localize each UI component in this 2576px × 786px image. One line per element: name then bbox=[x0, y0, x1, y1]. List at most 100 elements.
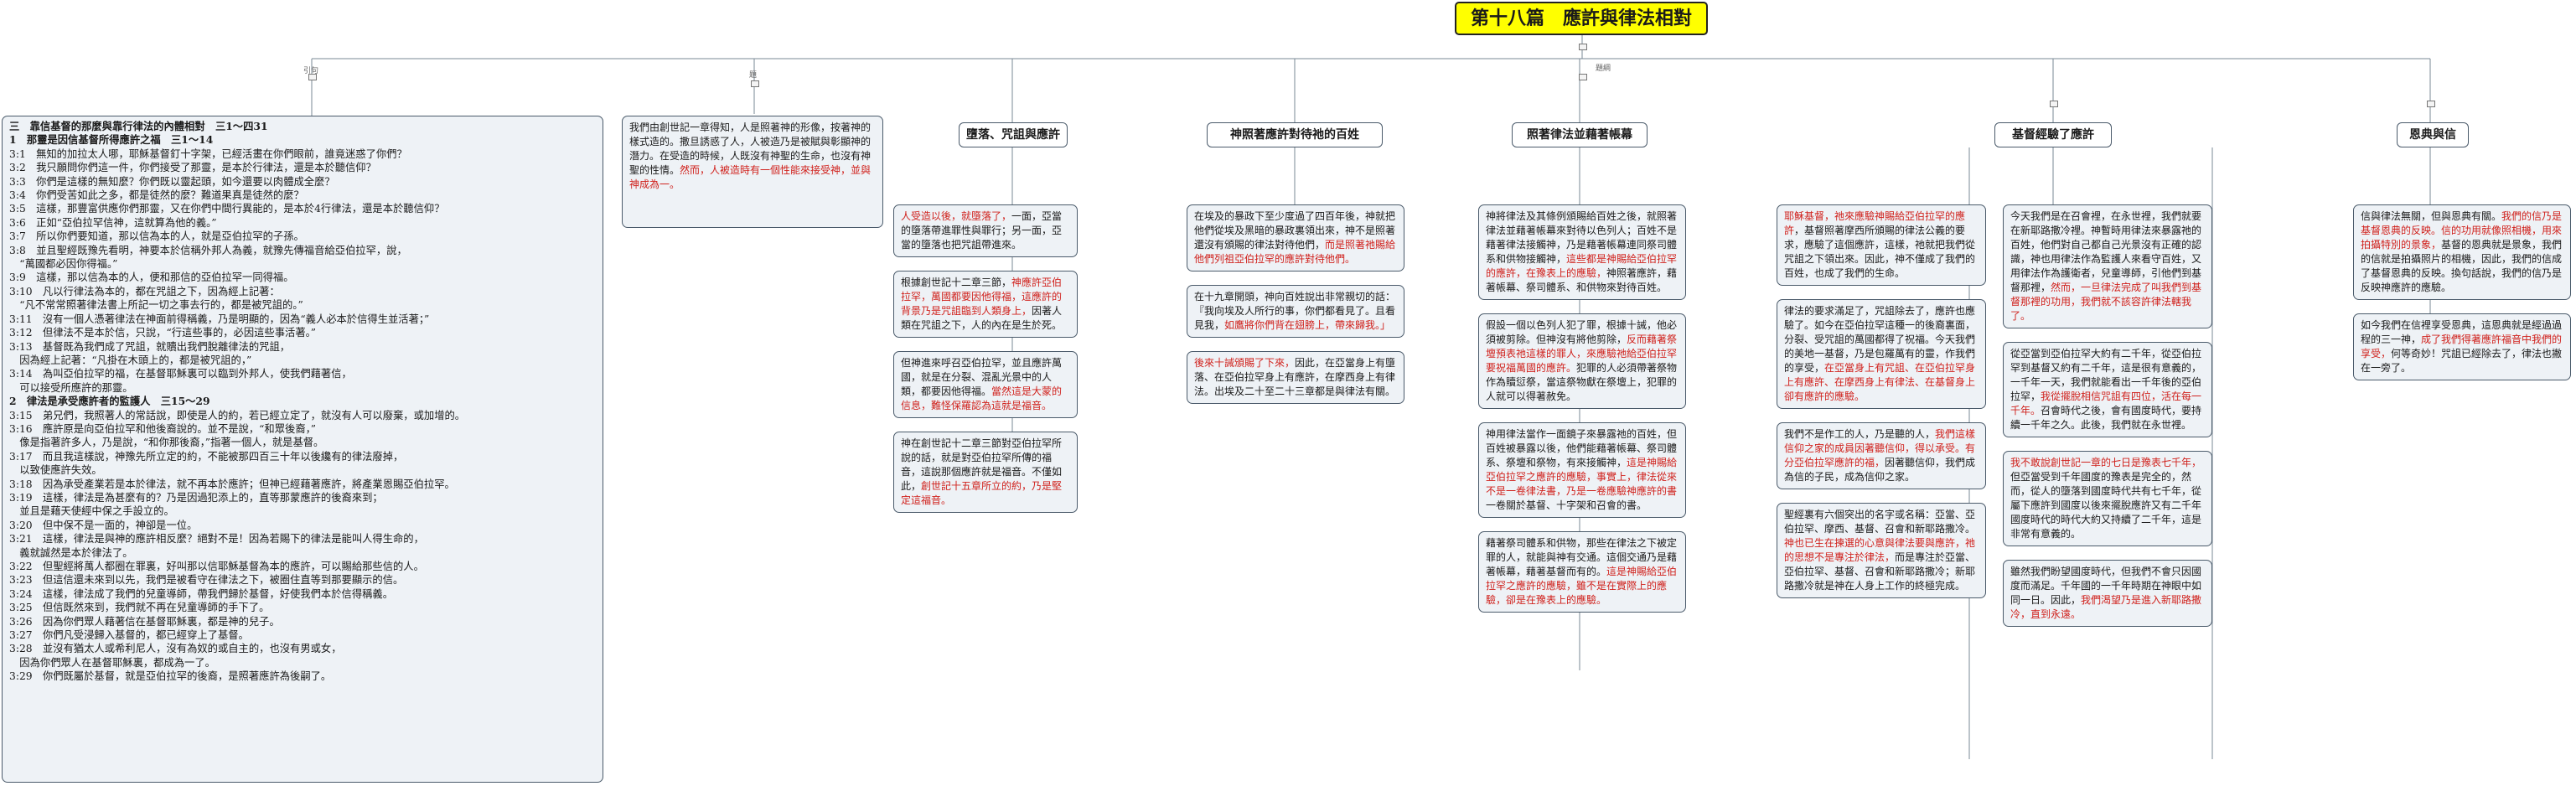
scripture-heading: 三 靠信基督的那麼與靠行律法的內體相對 三1～四31 bbox=[9, 120, 268, 132]
highlight-text: 我們這樣信仰之家的成員因著聽信仰，得以承受。有分亞伯拉罕應許的福， bbox=[1784, 428, 1976, 468]
highlight-text: 然而，一旦律法完成了叫我們到基督那裡的功用，我們就不該容許律法轄我了。 bbox=[2010, 282, 2202, 322]
christ-note-box: 律法的要求滿足了，咒詛除去了，應許也應驗了。如今在亞伯拉罕這種一的後裔裏面，分裂… bbox=[1777, 299, 1986, 409]
scripture-verse: 3:17 而且我這樣說，神豫先所立定的約，不能被那四百三十年以後纔有的律法廢掉， bbox=[9, 450, 404, 463]
scripture-verse: 因為經上記著：“凡掛在木頭上的，都是被咒詛的，” bbox=[9, 354, 252, 366]
scripture-verse: 3:8 並且聖經既豫先看明，神要本於信稱外邦人為義，就豫先傳福音給亞伯拉罕，說， bbox=[9, 244, 407, 256]
highlight-text: 在亞當身上有咒詛、在亞伯拉罕身上有應許、在摩西身上有律法、在基督身上卻有應許的應… bbox=[1784, 362, 1976, 402]
scripture-verse: 義就誠然是本於律法了。 bbox=[9, 546, 133, 559]
body-text: 神照著應許，藉著帳幕、祭司體系、和供物來對待百姓。 bbox=[1486, 267, 1678, 293]
note-marker bbox=[308, 74, 317, 80]
body-text: 因此，在亞當身上有墮落、在亞伯拉罕身上有應許，在摩西身上有律法。出埃及二十至二十… bbox=[1194, 357, 1396, 397]
highlight-text: 神也已生在揀選的心意與律法要與應許，祂的思想不是專注於律法， bbox=[1784, 537, 1976, 563]
christ-note-box: 聖經裏有六個突出的名字或名稱：亞當、亞伯拉罕、摩西、基督、召會和新耶路撒冷。神也… bbox=[1777, 503, 1986, 598]
christ2-note-box: 今天我們是在召會裡，在永世裡，我們就要在新耶路撒冷裡。神暫時用律法來暴露祂的百姓… bbox=[2003, 204, 2212, 328]
body-text: 我們不是作工的人，乃是聽的人， bbox=[1784, 428, 1936, 440]
scripture-verse: 3:10 凡以行律法為本的，都在咒詛之下，因為經上記著： bbox=[9, 285, 280, 297]
body-text: 在十九章開頭，神向百姓說出非常親切的話：『我向埃及人所行的事，你們都看見了。且看… bbox=[1194, 291, 1396, 331]
fall-note-box: 但神進來呼召亞伯拉罕，並且應許萬國，就是在分裂、混亂光景中的人類，都要因他得福。… bbox=[893, 351, 1078, 418]
body-text: 在埃及的暴政下至少度過了四百年後，神就把他們從埃及黑暗的暴政裏領出來，神不是照著… bbox=[1194, 210, 1396, 251]
highlight-text: 這是神賜給亞伯拉罕之應許的應驗，事實上，律法從來不是一卷律法書，乃是一卷應驗神應… bbox=[1486, 457, 1678, 497]
scripture-verse: 並且是藉天使經中保之手設立的。 bbox=[9, 505, 174, 518]
note-marker bbox=[1579, 74, 1587, 80]
branch-label-left: 引句 bbox=[303, 67, 319, 75]
note-marker bbox=[2050, 101, 2058, 107]
scripture-verse: “萬國都必因你得福。” bbox=[9, 258, 118, 271]
scripture-heading: 1 那靈是因信基督所得應許之福 三1～14 bbox=[9, 133, 214, 147]
note-marker bbox=[2427, 101, 2435, 107]
highlight-text: 神應許亞伯拉罕，萬國都要因他得福，這應許的背景乃是咒詛臨到人類身上， bbox=[901, 277, 1063, 317]
branch-label-right: 題綱 bbox=[1596, 65, 1611, 73]
scripture-verse: 3:25 但信既然來到，我們就不再在兒童導師的手下了。 bbox=[9, 602, 270, 614]
header-law-and-tabernacle: 照著律法並藉著帳幕 bbox=[1512, 122, 1648, 147]
scripture-verse: 3:22 但聖經將萬人都圈在罪裏，好叫那以信耶穌基督為本的應許，可以賜給那些信的… bbox=[9, 561, 424, 572]
body-text: 因著人類在咒詛之下，人的內在是生於死。 bbox=[901, 305, 1063, 331]
highlight-text: 反而藉著祭壇預表祂這樣的罪人，來應驗祂給亞伯拉罕要祝福萬國的應許。 bbox=[1486, 334, 1678, 374]
scripture-verse: 3:9 這樣，那以信為本的人，便和那信的亞伯拉罕一同得福。 bbox=[9, 271, 294, 284]
scripture-verse: 3:14 為叫亞伯拉罕的福，在基督耶穌裏可以臨到外邦人，使我們藉著信， bbox=[9, 368, 352, 380]
body-text: 神用律法當作一面鏡子來暴露祂的百姓，但百姓被暴露以後，他們能藉著帳幕、祭司體系、… bbox=[1486, 428, 1678, 468]
highlight-text: 當然這是大蒙的信息，難怪保羅認為這就是福音。 bbox=[901, 385, 1063, 411]
highlight-text: 創世記十五章所立的約，乃是堅定這福音。 bbox=[901, 480, 1063, 506]
body-text: 今天我們是在召會裡，在永世裡，我們就要在新耶路撒冷裡。神暫時用律法來暴露祂的百姓… bbox=[2010, 210, 2202, 293]
highlight-text: 人受造以後，就墮落了， bbox=[901, 210, 1012, 222]
scripture-verse: 3:28 並沒有猶太人或希利尼人，沒有為奴的或自主的，也沒有男或女， bbox=[9, 643, 342, 655]
body-text: 藉著祭司體系和供物，那些在律法之下被定罪的人，就能與神有交通。這個交通乃是藉著帳… bbox=[1486, 537, 1678, 577]
scripture-verse: 像是指著許多人，乃是說，“和你那後裔，”指著一個人，就是基督。 bbox=[9, 437, 324, 449]
law-note-box: 神用律法當作一面鏡子來暴露祂的百姓，但百姓被暴露以後，他們能藉著帳幕、祭司體系、… bbox=[1478, 422, 1686, 518]
highlight-text: 而是照著祂賜給他們列祖亞伯拉罕的應許對待他們。 bbox=[1194, 239, 1396, 265]
body-text: 犯罪的人必須帶著祭物作為贖愆祭，當這祭物獻在祭壇上，犯罪的人就可以得著赦免。 bbox=[1486, 362, 1678, 402]
scripture-verse: 3:23 但這信還未來到以先，我們是被看守在律法之下，被圈住直等到那要顯示的信。 bbox=[9, 574, 404, 587]
body-text: ，基督照著摩西所頒賜的律法公義的要求，應驗了這個應許，這樣，祂就把我們從咒詛之下… bbox=[1784, 225, 1976, 279]
grace-note-box: 如今我們在信裡享受恩典，這恩典就是經過過程的三一神，成了我們得著應許福音中我們的… bbox=[2353, 313, 2571, 380]
christ2-note-box: 我不敢說創世記一章的七日是豫表七千年，但亞當受到千年國度的豫表是完全的，然而，從… bbox=[2003, 451, 2212, 546]
scripture-verse: 3:21 這樣，律法是與神的應許相反麼？絕對不是！因為若賜下的律法是能叫人得生命… bbox=[9, 533, 424, 546]
christ2-note-box: 雖然我們盼望國度時代，但我們不會只因國度而滿足。千年國的一千年時期在神眼中如同一… bbox=[2003, 560, 2212, 627]
scripture-verse: 因為你們眾人在基督耶穌裏，都成為一了。 bbox=[9, 656, 215, 669]
highlight-text: 這是神賜給亞伯拉罕之應許的應驗，雖不是在實際上的應驗，卻是在豫表上的應驗。 bbox=[1486, 566, 1678, 606]
body-text: 從亞當到亞伯拉罕大約有二千年，從亞伯拉罕到基督又約有二千年，這是很有意義的，一千… bbox=[2010, 348, 2202, 402]
nations-note-box: 在埃及的暴政下至少度過了四百年後，神就把他們從埃及黑暗的暴政裏領出來，神不是照著… bbox=[1187, 204, 1404, 271]
fall-note-box: 根據創世記十二章三節，神應許亞伯拉罕，萬國都要因他得福，這應許的背景乃是咒詛臨到… bbox=[893, 271, 1078, 338]
fall-note-box: 神在創世記十二章三節對亞伯拉罕所說的話，就是對亞伯拉罕所傳的福音，這說那個應許就… bbox=[893, 432, 1078, 513]
body-text: 假設一個以色列人犯了罪，根據十誡，他必須被剪除。但神沒有將他剪除， bbox=[1486, 319, 1678, 345]
header-christ-experienced-promise: 基督經驗了應許 bbox=[1994, 122, 2112, 147]
highlight-text: 如鷹將你們背在翅膀上，帶來歸我。」 bbox=[1224, 319, 1391, 331]
christ2-note-box: 從亞當到亞伯拉罕大約有二千年，從亞伯拉罕到基督又約有二千年，這是很有意義的，一千… bbox=[2003, 342, 2212, 437]
highlight-text: 我們渴望乃是進入新耶路撒冷，直到永遠。 bbox=[2010, 594, 2202, 620]
scripture-verse: 3:19 這樣，律法是為甚麼有的？乃是因過犯添上的，直等那蒙應許的後裔來到； bbox=[9, 491, 383, 504]
header-god-deals-by-promise: 神照著應許對待祂的百姓 bbox=[1207, 122, 1383, 147]
scripture-verse: 3:26 因為你們眾人藉著信在基督耶穌裏，都是神的兒子。 bbox=[9, 615, 280, 628]
scripture-verse: 3:16 應許原是向亞伯拉罕和他後裔說的。並不是說，“和眾後裔，” bbox=[9, 422, 317, 435]
scripture-verse: 3:18 因為承受產業若是本於律法，就不再本於應許；但神已經藉著應許，將產業恩賜… bbox=[9, 478, 455, 490]
scripture-verse: 3:12 但律法不是本於信，只說，“行這些事的，必因這些事活著。” bbox=[9, 327, 317, 339]
scripture-verse: 3:27 你們凡受浸歸入基督的，都已經穿上了基督。 bbox=[9, 629, 249, 642]
highlight-text: 耶穌基督，祂來應驗神賜給亞伯拉罕的應許 bbox=[1784, 210, 1966, 236]
law-note-box: 神將律法及其條例頒賜給百姓之後，就照著律法並藉著帳幕來對待以色列人；百姓不是藉著… bbox=[1478, 204, 1686, 300]
scripture-verse: 可以接受所應許的那靈。 bbox=[9, 381, 133, 394]
body-text: 神在創世記十二章三節對亞伯拉罕所說的話，就是對亞伯拉罕所傳的福音，這說那個應許就… bbox=[901, 437, 1063, 492]
scripture-verse: 3:4 你們受苦如此之多，都是徒然的麼？難道果真是徒然的麼？ bbox=[9, 189, 304, 202]
scripture-verse: 3:11 沒有一個人憑著律法在神面前得稱義，乃是明顯的，因為“義人必本於信得生並… bbox=[9, 313, 430, 325]
scripture-verse: 3:7 所以你們要知道，那以信為本的人，就是亞伯拉罕的子孫。 bbox=[9, 230, 304, 243]
christ-note-box: 耶穌基督，祂來應驗神賜給亞伯拉罕的應許，基督照著摩西所頒賜的律法公義的要求，應驗… bbox=[1777, 204, 1986, 286]
highlight-text: 後來十誡頒賜了下來， bbox=[1194, 357, 1296, 369]
law-note-box: 藉著祭司體系和供物，那些在律法之下被定罪的人，就能與神有交通。這個交通乃是藉著帳… bbox=[1478, 531, 1686, 613]
scripture-verse: 3:13 基督既為我們成了咒詛，就贖出我們脫離律法的咒詛， bbox=[9, 340, 291, 353]
body-text: 一面，亞當的墮落帶進罪性與罪行；另一面，亞當的墮落也把咒詛帶進來。 bbox=[901, 210, 1063, 251]
body-text: 而是專注於亞當、亞伯拉罕、基督、召會和新耶路撒冷；新耶路撒冷就是神在人身上工作的… bbox=[1784, 551, 1976, 592]
fall-note-box: 人受造以後，就墮落了，一面，亞當的墮落帶進罪性與罪行；另一面，亞當的墮落也把咒詛… bbox=[893, 204, 1078, 257]
body-text: 一卷關於基督、十字架和召會的書。 bbox=[1486, 499, 1648, 511]
scripture-verse: 3:6 正如“亞伯拉罕信神，這就算為他的義。” bbox=[9, 216, 217, 229]
scripture-heading: 2 律法是承受應許者的監護人 三15～29 bbox=[9, 395, 210, 408]
highlight-text: 這些都是神賜給亞伯拉罕的應許，在豫表上的應驗， bbox=[1486, 253, 1678, 279]
highlight-text: 成了我們得著應許福音中我們的享受， bbox=[2361, 334, 2563, 359]
scripture-verse: 以致使應許失效。 bbox=[9, 464, 102, 477]
page-title: 第十八篇 應許與律法相對 bbox=[1455, 2, 1708, 35]
highlight-text: 我從擺脫相信咒詛有四位，活在每一千年。 bbox=[2010, 390, 2202, 416]
intro-box: 我們由創世記一章得知，人是照著神的形像，按著神的樣式造的。撒旦誘惑了人，人被造乃… bbox=[622, 116, 883, 228]
header-grace-and-faith: 恩典與信 bbox=[2397, 122, 2469, 147]
scripture-verse: 3:3 你們是這樣的無知麼？你們既以靈起頭，如今還要以肉體成全麼？ bbox=[9, 175, 335, 188]
scripture-verse: “凡不常常照著律法書上所記一切之事去行的，都是被咒詛的。” bbox=[9, 299, 303, 312]
highlight-text: 我不敢說創世記一章的七日是豫表七千年， bbox=[2010, 457, 2202, 468]
